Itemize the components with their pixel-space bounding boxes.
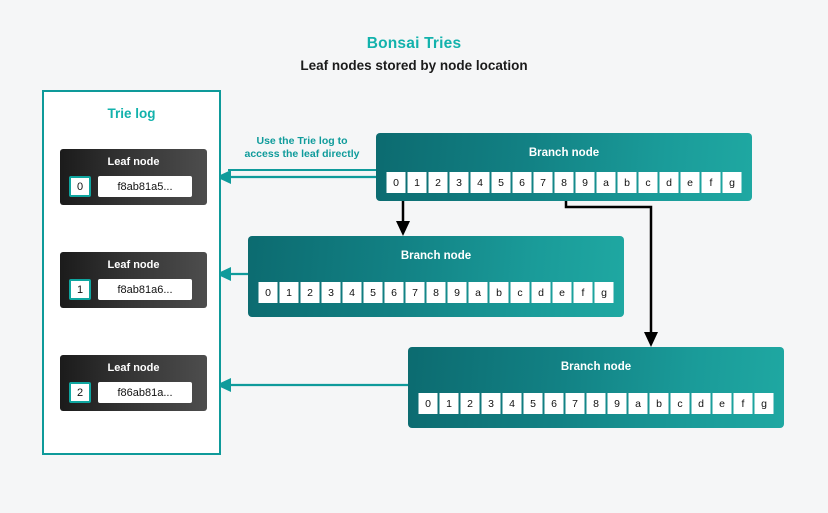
leaf-node-index: 1 [69, 279, 91, 300]
branch-cell-0[interactable]: 0 [386, 172, 406, 193]
leaf-node-hash: f86ab81a... [98, 382, 192, 403]
leaf-node-0[interactable]: Leaf node 0 f8ab81a5... [60, 149, 207, 205]
branch-cell-6[interactable]: 6 [544, 393, 564, 414]
branch-cell-e[interactable]: e [680, 172, 700, 193]
branch-cell-2[interactable]: 2 [460, 393, 480, 414]
branch-cell-f[interactable]: f [733, 393, 753, 414]
annotation-line-2: access the leaf directly [244, 148, 360, 160]
branch-cell-g[interactable]: g [722, 172, 742, 193]
diagram-title: Bonsai Tries [366, 35, 462, 52]
branch-cell-5[interactable]: 5 [523, 393, 543, 414]
branch-node-label: Branch node [560, 361, 632, 373]
branch-cell-a[interactable]: a [596, 172, 616, 193]
branch-cell-e[interactable]: e [552, 282, 572, 303]
branch-cell-g[interactable]: g [594, 282, 614, 303]
branch-cell-9[interactable]: 9 [607, 393, 627, 414]
branch-cell-4[interactable]: 4 [342, 282, 362, 303]
branch-cell-2[interactable]: 2 [428, 172, 448, 193]
trie-log-panel: Trie log Leaf node 0 f8ab81a5... Leaf no… [42, 90, 221, 455]
arrowhead-branch2 [396, 221, 410, 236]
branch-cell-6[interactable]: 6 [512, 172, 532, 193]
diagram-subtitle: Leaf nodes stored by node location [300, 58, 528, 73]
leaf-node-index: 2 [69, 382, 91, 403]
leaf-node-hash: f8ab81a5... [98, 176, 192, 197]
branch-cell-c[interactable]: c [510, 282, 530, 303]
branch-cell-d[interactable]: d [531, 282, 551, 303]
branch-cell-b[interactable]: b [489, 282, 509, 303]
branch-cell-1[interactable]: 1 [407, 172, 427, 193]
branch-cell-1[interactable]: 1 [439, 393, 459, 414]
branch-cell-7[interactable]: 7 [565, 393, 585, 414]
trie-log-title: Trie log [107, 106, 156, 121]
leaf-node-1[interactable]: Leaf node 1 f8ab81a6... [60, 252, 207, 308]
branch-node-label: Branch node [528, 147, 600, 159]
branch-cell-3[interactable]: 3 [449, 172, 469, 193]
arrowhead-branch3 [644, 332, 658, 347]
branch-cell-d[interactable]: d [659, 172, 679, 193]
leaf-node-row: 0 f8ab81a5... [69, 176, 192, 197]
branch-cell-c[interactable]: c [670, 393, 690, 414]
arrowhead-leaf2 [216, 378, 231, 392]
branch-cell-4[interactable]: 4 [470, 172, 490, 193]
branch-cell-f[interactable]: f [573, 282, 593, 303]
arrowhead-leaf1 [216, 267, 231, 281]
branch-cell-9[interactable]: 9 [575, 172, 595, 193]
branch-cell-e[interactable]: e [712, 393, 732, 414]
branch-cell-7[interactable]: 7 [533, 172, 553, 193]
branch-cell-a[interactable]: a [468, 282, 488, 303]
leaf-node-index: 0 [69, 176, 91, 197]
branch-cell-8[interactable]: 8 [554, 172, 574, 193]
branch-cell-7[interactable]: 7 [405, 282, 425, 303]
annotation-line-1: Use the Trie log to [256, 135, 348, 147]
branch-cell-a[interactable]: a [628, 393, 648, 414]
branch-cell-8[interactable]: 8 [426, 282, 446, 303]
annotation-text: Use the Trie log to access the leaf dire… [228, 135, 376, 161]
branch-cell-3[interactable]: 3 [481, 393, 501, 414]
arrowhead-leaf0 [216, 170, 231, 184]
leaf-node-row: 1 f8ab81a6... [69, 279, 192, 300]
diagram-header: Bonsai Tries Leaf nodes stored by node l… [0, 34, 828, 75]
branch-cell-9[interactable]: 9 [447, 282, 467, 303]
branch-cell-8[interactable]: 8 [586, 393, 606, 414]
leaf-node-2[interactable]: Leaf node 2 f86ab81a... [60, 355, 207, 411]
leaf-node-label: Leaf node [107, 362, 160, 374]
branch-node-label: Branch node [400, 250, 472, 262]
branch-cell-d[interactable]: d [691, 393, 711, 414]
branch-cell-6[interactable]: 6 [384, 282, 404, 303]
leaf-node-label: Leaf node [107, 156, 160, 168]
branch-cell-5[interactable]: 5 [491, 172, 511, 193]
leaf-node-row: 2 f86ab81a... [69, 382, 192, 403]
branch-cell-0[interactable]: 0 [258, 282, 278, 303]
branch-cell-3[interactable]: 3 [321, 282, 341, 303]
leaf-node-hash: f8ab81a6... [98, 279, 192, 300]
branch-cell-f[interactable]: f [701, 172, 721, 193]
branch-cell-0[interactable]: 0 [418, 393, 438, 414]
branch-cell-g[interactable]: g [754, 393, 774, 414]
branch-cell-c[interactable]: c [638, 172, 658, 193]
branch-cell-1[interactable]: 1 [279, 282, 299, 303]
branch-cell-b[interactable]: b [617, 172, 637, 193]
branch-cell-5[interactable]: 5 [363, 282, 383, 303]
branch-cell-2[interactable]: 2 [300, 282, 320, 303]
leaf-node-label: Leaf node [107, 259, 160, 271]
branch-cell-b[interactable]: b [649, 393, 669, 414]
branch-cell-4[interactable]: 4 [502, 393, 522, 414]
